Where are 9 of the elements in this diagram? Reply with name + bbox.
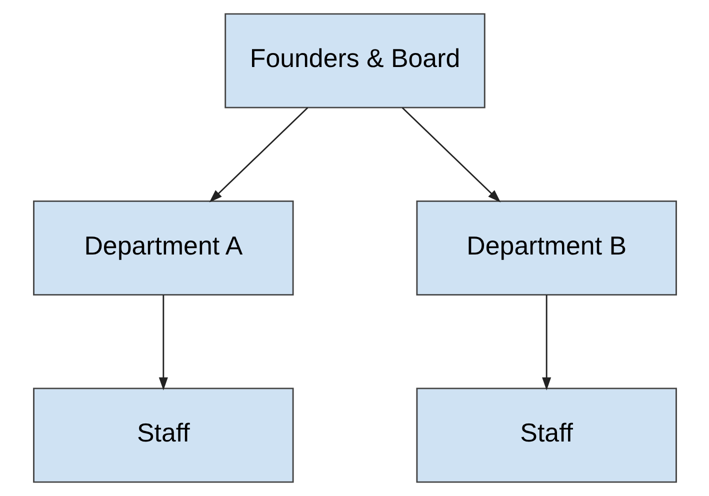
node-box: Founders & Board <box>224 13 485 108</box>
arrow <box>208 107 308 202</box>
node-box: Staff <box>416 388 676 483</box>
arrow <box>401 107 500 202</box>
node-box: Staff <box>32 388 294 483</box>
node-box: Department A <box>32 200 294 296</box>
node-box: Department B <box>416 200 676 296</box>
arrow <box>158 295 168 390</box>
arrow <box>542 295 551 390</box>
